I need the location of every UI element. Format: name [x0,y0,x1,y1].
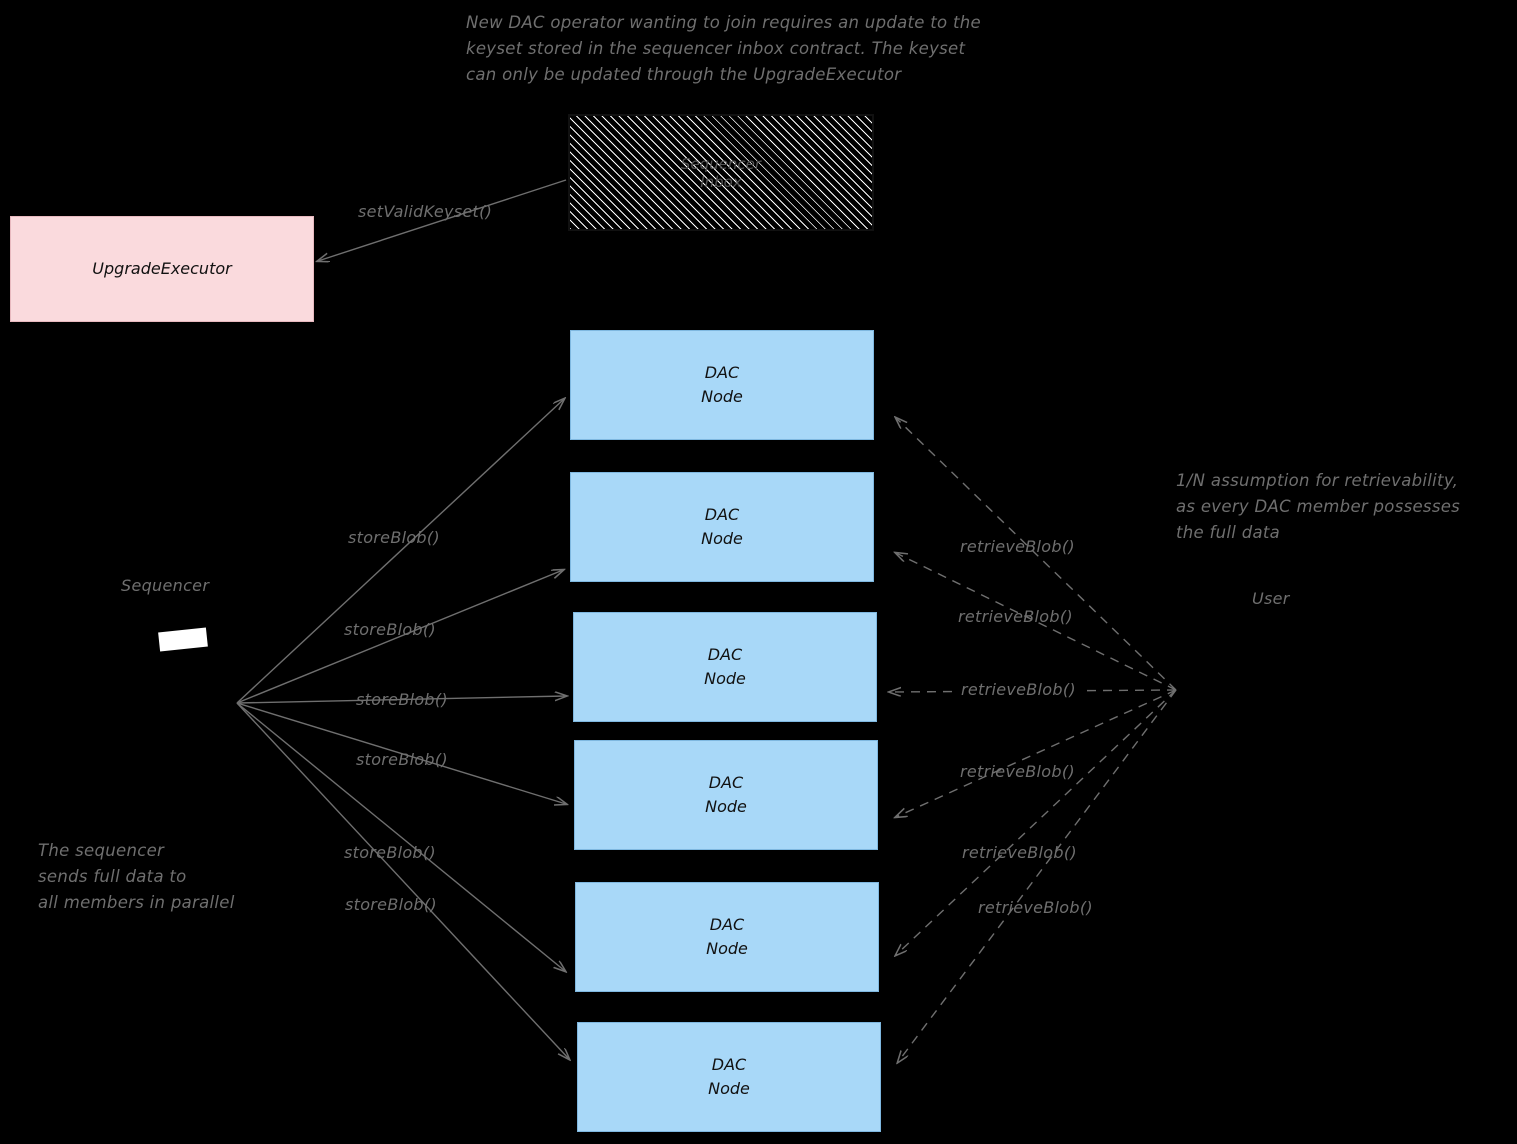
edge-label-retrieve-blob-6: retrieveBlob() [978,898,1093,917]
edge-label-store-blob-4: storeBlob() [356,750,448,769]
edge-label-set-valid-keyset: setValidKeyset() [358,202,493,221]
edge-label-store-blob-1: storeBlob() [348,528,440,547]
note-keyset: New DAC operator wanting to join require… [466,13,981,84]
sequencer-actor-icon [158,627,208,652]
edge-label-store-blob-3: storeBlob() [356,690,448,709]
edge-label-retrieve-blob-5: retrieveBlob() [962,843,1077,862]
edge-label-store-blob-6: storeBlob() [345,895,437,914]
upgrade-executor-label: UpgradeExecutor [92,259,232,278]
dac-node-1: DAC Node [570,330,874,440]
sequencer-label: Sequencer [121,576,210,595]
edge-label-store-blob-2: storeBlob() [344,620,436,639]
edge-label-retrieve-blob-4: retrieveBlob() [960,762,1075,781]
dac-node-3-label: DAC Node [704,645,746,688]
edge-label-store-blob-5: storeBlob() [344,843,436,862]
dac-node-5: DAC Node [575,882,879,992]
dac-node-2: DAC Node [570,472,874,582]
dac-node-2-label: DAC Node [701,505,743,548]
sequencer-inbox-box: Sequencer Inbox [568,114,874,231]
edge-label-retrieve-blob-2: retrieveBlob() [958,607,1073,626]
user-label: User [1252,589,1290,608]
dac-node-4: DAC Node [574,740,878,850]
note-sequencer: The sequencer sends full data to all mem… [38,841,235,912]
upgrade-executor-box: UpgradeExecutor [10,216,314,322]
dac-node-3: DAC Node [573,612,877,722]
dac-node-4-label: DAC Node [705,773,747,816]
dac-node-6: DAC Node [577,1022,881,1132]
dac-node-5-label: DAC Node [706,915,748,958]
dac-node-1-label: DAC Node [701,363,743,406]
sequencer-inbox-label: Sequencer Inbox [680,154,762,191]
edge-label-retrieve-blob-3: retrieveBlob() [957,680,1080,699]
edge-label-retrieve-blob-1: retrieveBlob() [960,537,1075,556]
note-retrievability: 1/N assumption for retrievability, as ev… [1176,471,1461,542]
dac-node-6-label: DAC Node [708,1055,750,1098]
